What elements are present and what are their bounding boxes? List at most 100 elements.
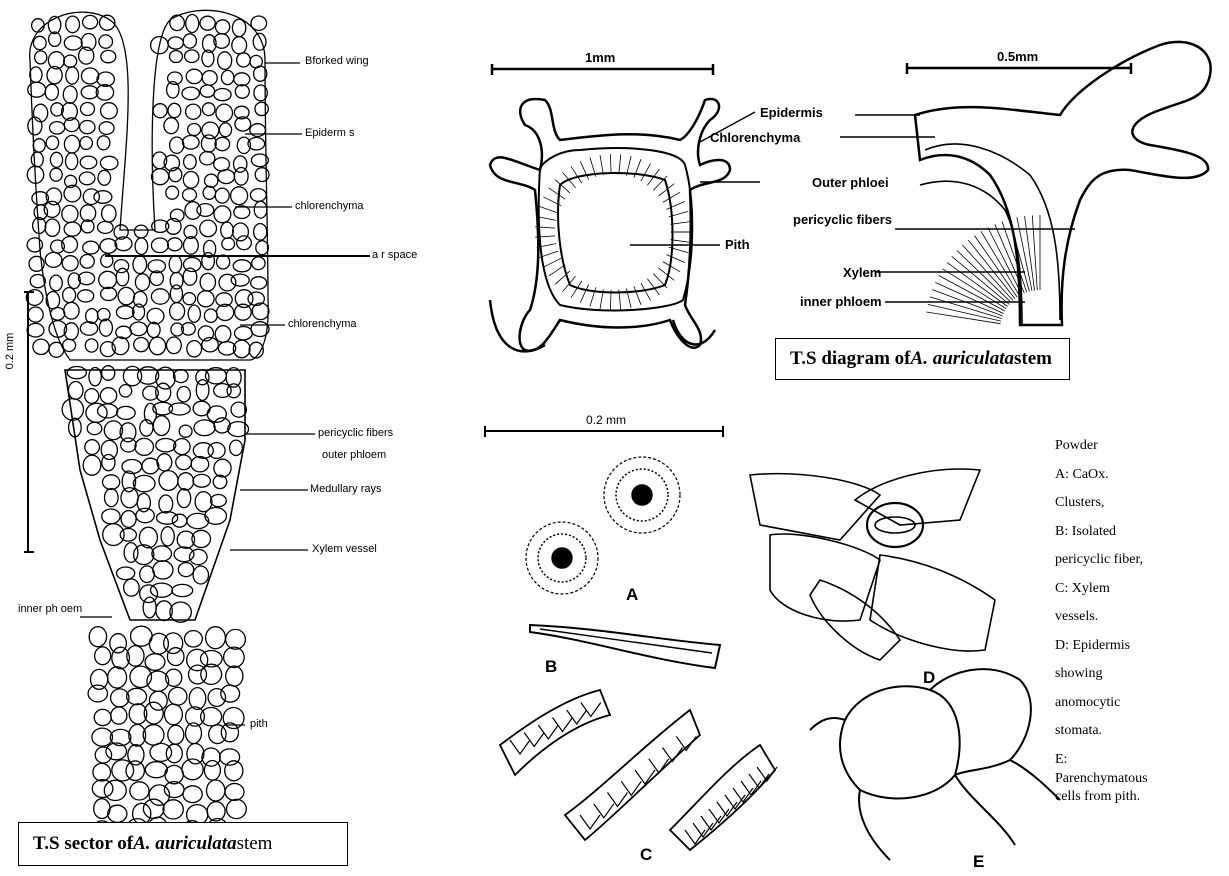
cell [202, 103, 215, 116]
legend-line: pericyclic fiber, [1055, 546, 1148, 575]
cell [235, 304, 252, 320]
cell [120, 529, 136, 542]
cell [64, 302, 79, 319]
cell [134, 338, 149, 352]
cell [45, 252, 62, 267]
cell [116, 268, 129, 286]
cell [63, 339, 76, 351]
cell [226, 666, 243, 686]
legend-line: C: Xylem [1055, 575, 1148, 604]
cell [153, 104, 167, 118]
caption-ts-sector: T.S sector of A. auriculata stem [18, 822, 348, 866]
ray-line [549, 265, 566, 276]
cell [187, 341, 202, 357]
cell [118, 287, 134, 304]
cell [100, 388, 116, 404]
ray-line [543, 258, 561, 267]
letter-d: D [923, 668, 935, 688]
label-medullary-rays: Medullary rays [310, 483, 382, 495]
cell [215, 326, 231, 343]
cell [103, 524, 124, 546]
cell [230, 440, 243, 455]
ray-line [610, 154, 611, 174]
cell [28, 307, 43, 322]
cell [167, 648, 184, 666]
cell [174, 547, 194, 562]
label-chlorenchyma-center: Chlorenchyma [710, 130, 800, 145]
cell [188, 124, 201, 136]
ray-line [549, 188, 566, 199]
powder-drawings [485, 426, 1060, 860]
cell [124, 579, 140, 596]
cell [232, 19, 245, 36]
cell [140, 566, 155, 583]
cell [87, 422, 102, 434]
cell [184, 155, 197, 170]
cell [152, 169, 169, 185]
cell [153, 416, 169, 436]
cell [205, 508, 227, 525]
caption-ts-diagram-species: A. auriculata [911, 348, 1014, 370]
ray-line [580, 285, 588, 303]
cell [164, 633, 183, 654]
thickening-mark [693, 823, 713, 837]
cell [200, 16, 215, 30]
cell [153, 561, 173, 579]
ray-line [671, 240, 691, 243]
legend-line: B: Isolated [1055, 518, 1148, 547]
cell [79, 172, 95, 185]
cell [254, 201, 267, 218]
cell [94, 709, 111, 725]
cell [66, 16, 80, 33]
powder-legend: Powder A: CaOx. Clusters, B: Isolated pe… [1055, 432, 1148, 806]
legend-line: E: [1055, 750, 1148, 770]
cell [50, 168, 62, 181]
thickening-mark [510, 740, 530, 754]
cell [169, 256, 181, 273]
cell [185, 202, 201, 220]
cell [178, 563, 193, 577]
cell [83, 241, 99, 254]
cell [126, 761, 144, 781]
cell [127, 688, 147, 704]
cell [151, 583, 173, 597]
cell [231, 402, 246, 417]
cell [168, 725, 184, 744]
cell [102, 455, 115, 471]
cell [102, 366, 115, 381]
ray-line [666, 255, 684, 263]
cell [152, 546, 172, 561]
cell [214, 459, 231, 477]
cell [221, 685, 240, 702]
cell [255, 102, 268, 115]
cell [225, 784, 244, 801]
cell [166, 744, 182, 763]
cell [214, 89, 231, 101]
caption-ts-diagram-prefix: T.S diagram of [790, 348, 911, 370]
cell [68, 382, 83, 400]
cell [33, 36, 46, 49]
cell [206, 627, 226, 649]
cell [99, 35, 113, 48]
cell [101, 287, 117, 300]
cell [133, 256, 147, 274]
cell [208, 689, 225, 707]
cell [49, 342, 64, 357]
cell [46, 136, 58, 150]
cell [135, 238, 148, 255]
cell [140, 585, 158, 603]
legend-line: cells from pith. [1055, 788, 1148, 806]
cell [166, 186, 179, 199]
ray-line [641, 164, 651, 182]
cell [172, 514, 187, 527]
caption-ts-diagram-suffix: stem [1014, 348, 1052, 370]
legend-line: vessels. [1055, 603, 1148, 632]
cell [86, 309, 98, 324]
thickening-mark [621, 781, 641, 795]
cell [203, 186, 215, 199]
label-inner-phloem-center: inner phloem [800, 294, 882, 309]
cell [45, 219, 60, 236]
cell [256, 241, 269, 255]
cell [64, 55, 77, 67]
cell [119, 385, 131, 397]
